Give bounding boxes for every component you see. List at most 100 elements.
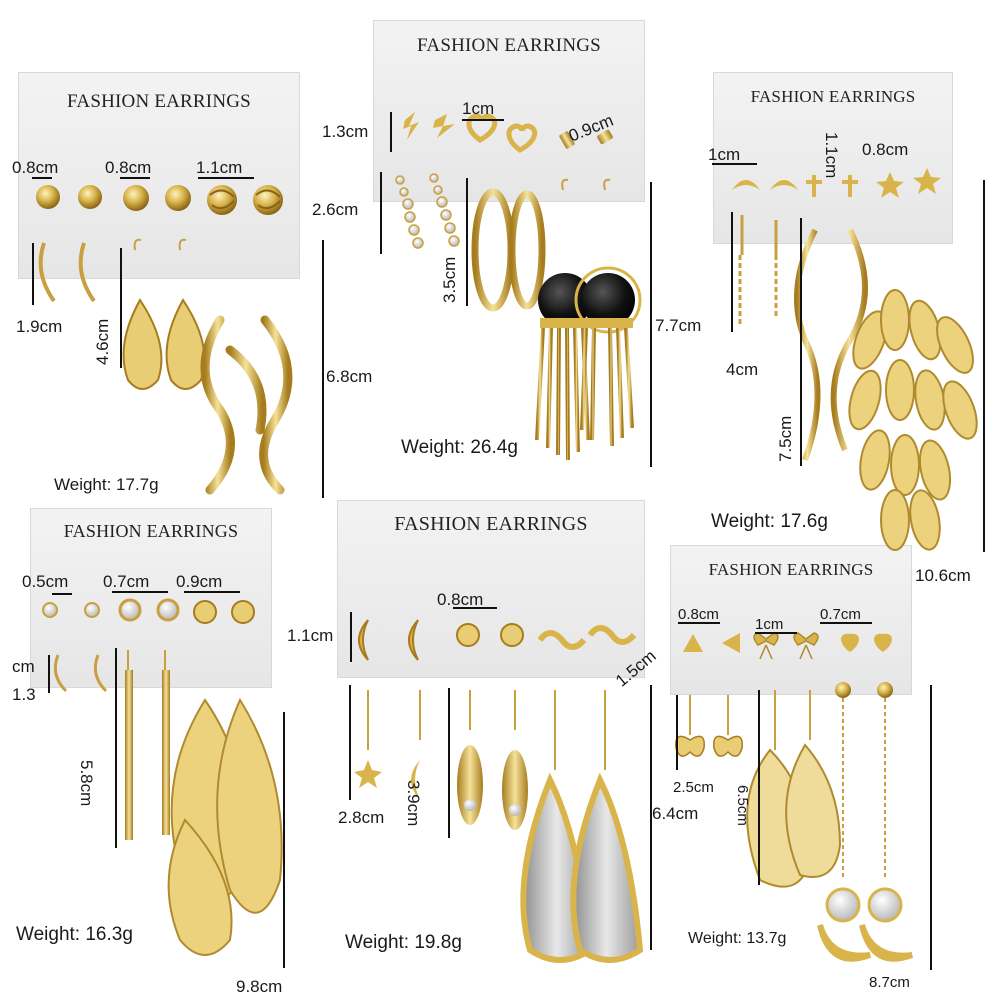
size-label: 1.3 [12, 685, 36, 704]
measure-line [350, 612, 352, 662]
set-6-moon-drops [817, 682, 914, 962]
set-5-teardrop-drops [520, 690, 644, 963]
size-label: 0.8cm [12, 158, 59, 177]
display-card-2: FASHION EARRINGS [373, 20, 645, 202]
weight-label: Weight: 17.6g [711, 511, 828, 532]
set-3-leaf-cluster [848, 289, 978, 551]
size-label: 1.1cm [196, 158, 243, 177]
weight-label: Weight: 26.4g [401, 437, 518, 458]
measure-line [676, 695, 678, 770]
size-label: 6.8cm [326, 367, 373, 386]
measure-line [800, 218, 802, 466]
display-card-4: FASHION EARRINGS [30, 508, 272, 688]
measure-line [930, 685, 932, 970]
measure-line [32, 177, 52, 179]
measure-line [120, 177, 150, 179]
measure-line [184, 591, 240, 593]
measure-line [349, 685, 351, 800]
size-label: 5.8cm [77, 760, 96, 807]
card-title: FASHION EARRINGS [63, 521, 239, 541]
measure-line [448, 688, 450, 838]
measure-line [712, 163, 757, 165]
size-label: 1.9cm [16, 317, 63, 336]
set-1-studs [36, 185, 283, 215]
size-label: 1cm [462, 99, 495, 118]
size-label: 10.6cm [915, 566, 971, 585]
weight-label: Weight: 17.7g [54, 475, 159, 494]
size-label: 0.7cm [820, 606, 861, 623]
measure-line [283, 712, 285, 968]
size-label: 0.8cm [862, 140, 909, 159]
size-label: 3.9cm [404, 780, 423, 827]
card-title: FASHION EARRINGS [750, 87, 916, 106]
size-label: 3.5cm [440, 256, 459, 303]
set-6-studs [683, 632, 892, 660]
size-label: 0.9cm [176, 572, 223, 591]
set-4-bar-drops [125, 650, 170, 840]
display-card-5: FASHION EARRINGS [337, 500, 645, 678]
card-title: FASHION EARRINGS [708, 560, 874, 579]
display-card-1: FASHION EARRINGS [18, 72, 300, 279]
size-label: 2.6cm [312, 200, 359, 219]
measure-line [322, 240, 324, 498]
size-label: 9.8cm [236, 977, 283, 996]
size-label: 0.8cm [437, 590, 484, 609]
measure-line [650, 685, 652, 950]
set-1-hoops [38, 242, 96, 303]
measure-line [48, 655, 50, 693]
display-card-3: FASHION EARRINGS [713, 72, 953, 244]
set-4-leaf-drops [167, 697, 283, 956]
set-2-crawlers [395, 173, 460, 249]
measure-line [112, 591, 168, 593]
size-label: 0.8cm [678, 606, 719, 623]
measure-line [678, 622, 720, 624]
size-label: 0.5cm [22, 572, 69, 591]
size-label: 6.5cm [734, 785, 751, 826]
set-1-filigree-drops [122, 238, 206, 390]
card-title: FASHION EARRINGS [417, 35, 601, 56]
set-6-leaf-drops [746, 690, 842, 888]
set-4-small-hoops [53, 654, 108, 693]
measure-line [32, 243, 34, 305]
set-5-studs [358, 619, 637, 661]
measure-line [820, 622, 872, 624]
card-title: FASHION EARRINGS [394, 513, 588, 535]
set-5-charm-drops [354, 690, 528, 830]
weight-label: Weight: 16.3g [16, 924, 133, 945]
size-label: 4.6cm [93, 318, 112, 365]
measure-line [380, 172, 382, 254]
size-label: 2.8cm [338, 808, 385, 827]
size-label: 7.5cm [776, 415, 795, 462]
measure-line [650, 182, 652, 467]
size-label: 4cm [726, 360, 759, 379]
measure-line [120, 248, 122, 368]
set-3-chain-drops [738, 215, 778, 325]
size-label: cm [12, 657, 35, 676]
size-label: 0.8cm [105, 158, 152, 177]
measure-line [758, 690, 760, 885]
weight-label: Weight: 13.7g [688, 930, 787, 947]
size-label: 7.7cm [655, 316, 702, 335]
measure-line [731, 212, 733, 332]
measure-line [115, 648, 117, 848]
display-card-6: FASHION EARRINGS [670, 545, 912, 695]
size-label: 1cm [708, 145, 741, 164]
measure-line [390, 112, 392, 152]
set-1-twist-drops [200, 315, 293, 495]
size-label: 8.7cm [869, 974, 910, 991]
set-6-butterfly-drops [675, 695, 743, 757]
size-label: 1cm [755, 616, 784, 633]
measure-line [466, 178, 468, 306]
set-2-hoops [471, 188, 546, 312]
measure-line [755, 632, 797, 634]
size-label: 1.1cm [287, 626, 334, 645]
measure-line [983, 180, 985, 552]
size-label: 1.3cm [322, 122, 369, 141]
card-title: FASHION EARRINGS [67, 91, 251, 112]
size-label: 1.1cm [822, 132, 841, 179]
measure-line [462, 119, 504, 121]
size-label: 0.7cm [103, 572, 150, 591]
weight-label: Weight: 19.8g [345, 932, 462, 953]
set-2-tassel-drops [535, 178, 642, 461]
